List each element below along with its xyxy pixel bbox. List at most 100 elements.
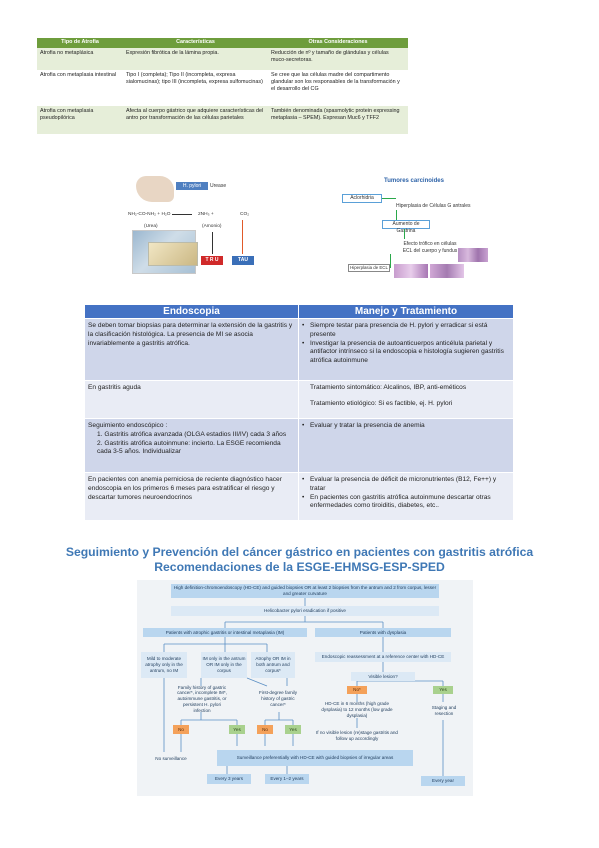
- hdce-biopsies-box: High definition-chromoendoscopy (HD-CE) …: [171, 584, 439, 598]
- endoscopy-management-table: Endoscopia Manejo y Tratamiento Se deben…: [84, 303, 514, 522]
- every-3-years-box: Every 3 years: [207, 774, 251, 784]
- co2-text: CO₂: [240, 212, 250, 217]
- table-header-row: Endoscopia Manejo y Tratamiento: [84, 303, 514, 320]
- yes-box: Yes: [229, 725, 245, 734]
- carcinoid-tumors-figure: Tumores carcinoides Aclorhidria Hiperpla…: [338, 176, 490, 280]
- table-cell: Reducción de nº y tamaño de glándulas y …: [268, 48, 408, 70]
- table-row: Seguimiento endoscópico : 1. Gastritis a…: [84, 418, 514, 474]
- list-item: Evaluar y tratar la presencia de anemia: [302, 422, 510, 431]
- histology-image: [394, 264, 428, 278]
- no-visible-lesion-box: If no visible lesion (re)stage gastritis…: [316, 730, 398, 741]
- aclorhidria-box: Aclorhidria: [342, 194, 382, 203]
- visible-lesion-box: Visible lesion?: [351, 672, 415, 681]
- table-header-row: Tipo de Atrofia Características Otras Co…: [37, 38, 408, 48]
- table-row: Atrofia con metaplasia intestinal Tipo I…: [37, 70, 408, 106]
- arrow: [396, 210, 397, 220]
- yes-box: Yes: [433, 686, 453, 694]
- atrophy-types-table: Tipo de Atrofia Características Otras Co…: [37, 38, 408, 134]
- table-cell: Atrofia no metaplásica: [37, 48, 123, 70]
- list-item: Investigar la presencia de autoanticuerp…: [302, 340, 510, 366]
- no-box: No: [257, 725, 273, 734]
- table-header: Tipo de Atrofia: [37, 38, 123, 48]
- no-box: No: [173, 725, 189, 734]
- bullet-list: Evaluar la presencia de déficit de micro…: [302, 476, 510, 511]
- flowchart-connectors: [163, 598, 444, 776]
- section-title: Seguimiento y Prevención del cáncer gást…: [65, 545, 534, 559]
- table-row: Atrofia con metaplasia pseudopilórica Af…: [37, 106, 408, 134]
- every-year-box: Every year: [421, 776, 465, 786]
- ecl-hyperplasia-box: Hiperplasia de ECL: [348, 264, 390, 272]
- both-antrum-corpus-box: Atrophy OR IM in both antrum and corpus*: [251, 652, 295, 678]
- every-1-2-years-box: Every 1–2 years: [265, 774, 309, 784]
- table-cell: En gastritis aguda: [84, 380, 299, 420]
- table-cell: Expresión fibrótica de la lámina propia.: [123, 48, 268, 70]
- table-cell: Se deben tomar biopsias para determinar …: [84, 318, 299, 382]
- atrophic-patients-box: Patients with atrophic gastritis or inte…: [143, 628, 307, 637]
- hyperplasia-g-text: Hiperplasia de Células G antrales: [396, 203, 471, 209]
- table-cell: Atrofia con metaplasia pseudopilórica: [37, 106, 123, 134]
- table-row: En pacientes con anemia perniciosa de re…: [84, 472, 514, 522]
- first-degree-box: First-degree family history of gastric c…: [258, 690, 298, 707]
- table-cell: Atrofia con metaplasia intestinal: [37, 70, 123, 106]
- table-cell: Evaluar la presencia de déficit de micro…: [298, 472, 514, 522]
- family-history-box: Family history of gastric cancer*, incom…: [177, 684, 227, 713]
- urease-test-figure: H. pylori Urease NH₂-CO-NH₂ + H₂O 2NH₃ +…: [128, 176, 270, 274]
- staging-resection-box: Staging and resection: [431, 705, 457, 716]
- list-item: 2. Gastritis atrófica autoinmune: incier…: [97, 439, 281, 456]
- down-arrow: [212, 232, 213, 254]
- equation-text: NH₂-CO-NH₂ + H₂O: [128, 212, 171, 217]
- surveillance-flowchart: High definition-chromoendoscopy (HD-CE) …: [137, 580, 473, 796]
- list-item: En pacientes con gastritis atrófica auto…: [302, 494, 510, 511]
- figure-title: Tumores carcinoides: [384, 178, 444, 184]
- table-row: Se deben tomar biopsias para determinar …: [84, 318, 514, 382]
- histology-image: [430, 264, 464, 278]
- red-arrow: [242, 220, 243, 254]
- table-cell: Seguimiento endoscópico : 1. Gastritis a…: [84, 418, 299, 474]
- table-row: En gastritis aguda Tratamiento sintomáti…: [84, 380, 514, 420]
- trophic-effect-text: Efecto trófico en células ECL del cuerpo…: [402, 241, 458, 254]
- reaction-arrow: [172, 214, 192, 215]
- table-header: Otras Consideraciones: [268, 38, 408, 48]
- urease-label: Urease: [210, 183, 227, 189]
- list-item: Siempre testar para presencia de H. pylo…: [302, 322, 510, 339]
- bullet-list: Siempre testar para presencia de H. pylo…: [302, 322, 510, 366]
- dysplasia-patients-box: Patients with dysplasia: [315, 628, 451, 637]
- mild-atrophy-box: Mild to moderate atrophy only in the ant…: [141, 652, 187, 678]
- hpylori-label: H. pylori: [176, 182, 208, 190]
- stomach-illustration: [136, 176, 174, 202]
- hpylori-eradication-box: Helicobacter pylori eradication if posit…: [171, 606, 439, 616]
- hdce-followup-box: HD-CE in 6 months (high grade dysplasia)…: [321, 701, 393, 718]
- im-only-box: IM only in the antrum OR IM only in the …: [201, 652, 247, 678]
- table-cell: Evaluar y tratar la presencia de anemia: [298, 418, 514, 474]
- green-bracket: [390, 254, 391, 268]
- endoscopic-reassessment-box: Endoscopic reassessment at a reference c…: [315, 652, 451, 662]
- surveillance-box: Surveillance preferentially with HD-CE w…: [217, 750, 413, 766]
- cell-title: Seguimiento endoscópico :: [88, 422, 168, 430]
- gastrin-box: Aumento de Gastrina: [382, 220, 430, 234]
- table-cell: Afecta al cuerpo gástrico que adquiere c…: [123, 106, 268, 134]
- table-header: Características: [123, 38, 268, 48]
- table-cell: También denominada (spasmolytic protein …: [268, 106, 408, 134]
- table-cell: Se cree que las células madre del compar…: [268, 70, 408, 106]
- table-cell: Siempre testar para presencia de H. pylo…: [298, 318, 514, 382]
- urea-text: (Urea): [144, 224, 158, 229]
- no-box: No*: [347, 686, 367, 694]
- list-item: Evaluar la presencia de déficit de micro…: [302, 476, 510, 493]
- yes-box: Yes: [285, 725, 301, 734]
- table-cell: En pacientes con anemia perniciosa de re…: [84, 472, 299, 522]
- table-row: Atrofia no metaplásica Expresión fibróti…: [37, 48, 408, 70]
- table-cell: Tratamiento sintomático: Alcalinos, IBP,…: [298, 380, 514, 420]
- table-header: Endoscopia: [84, 303, 299, 320]
- list-item: 1. Gastritis atrófica avanzada (OLGA est…: [97, 430, 287, 438]
- tru-button: T R U: [201, 256, 223, 265]
- numbered-list: 1. Gastritis atrófica avanzada (OLGA est…: [88, 431, 295, 457]
- table-header: Manejo y Tratamiento: [298, 303, 514, 320]
- ammonia-text: 2NH₃ +: [198, 212, 214, 217]
- bullet-list: Evaluar y tratar la presencia de anemia: [302, 422, 510, 431]
- amonio-text: (Amonio): [202, 224, 222, 229]
- cell-text: Tratamiento etiológico: Si es factible, …: [310, 399, 453, 407]
- arrow: [382, 198, 396, 199]
- tau-button: TAU: [232, 256, 254, 265]
- histology-image: [458, 248, 488, 262]
- test-photo-2: [148, 242, 198, 266]
